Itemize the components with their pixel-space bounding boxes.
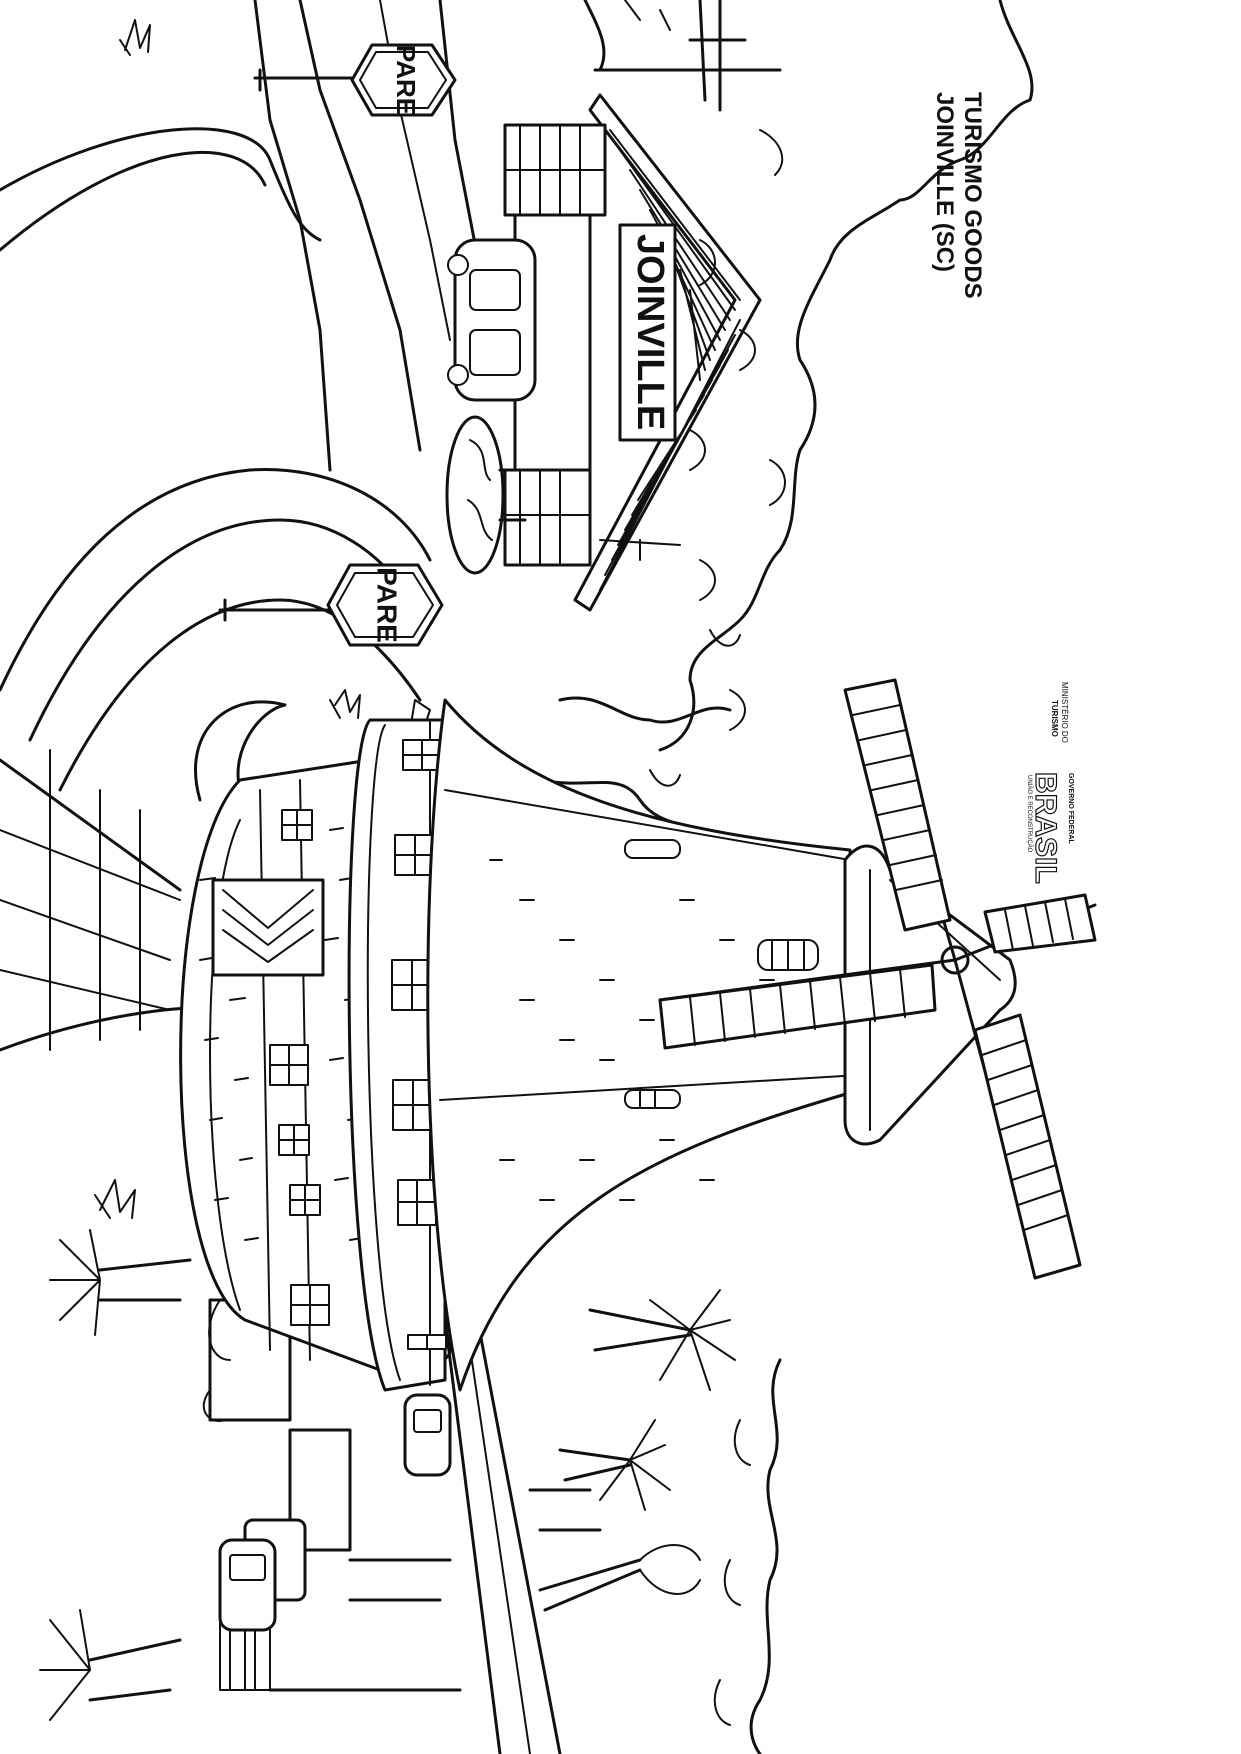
title-line-2: JOINVILLE (SC) [931,92,958,272]
logo-tagline: UNIÃO E RECONSTRUÇÃO [1026,775,1033,853]
page-title: TURISMO GOODS JOINVILLE (SC) [931,92,986,299]
joinville-portico: JOINVILLE [503,93,762,612]
stop-sign-top-label: PARE [391,45,421,115]
round-bush [445,415,527,575]
gov-federal-label: GOVERNO FEDERAL [1067,773,1074,845]
palm-trees [538,1289,736,1612]
brasil-wordmark: BRASIL [1029,772,1062,884]
winding-road [0,127,432,1052]
government-logo: MINISTÉRIO DO TURISMO GOVERNO FEDERAL BR… [1026,682,1074,884]
car [447,238,537,402]
ministry-line-1: MINISTÉRIO DO [1060,682,1069,743]
grass-tuft [94,19,361,1219]
drum-window [269,809,330,1326]
stop-sign-top: PARE [253,43,457,117]
palm-fronds-left [39,1229,192,1721]
stop-sign-middle-label: PARE [372,567,403,643]
windmill [179,678,1097,1392]
portico-sign-label: JOINVILLE [629,234,671,430]
windmill-sails [658,678,1097,1280]
stop-sign-middle: PARE [218,563,444,647]
title-line-1: TURISMO GOODS [959,92,986,299]
ministry-line-2: TURISMO [1050,700,1059,737]
